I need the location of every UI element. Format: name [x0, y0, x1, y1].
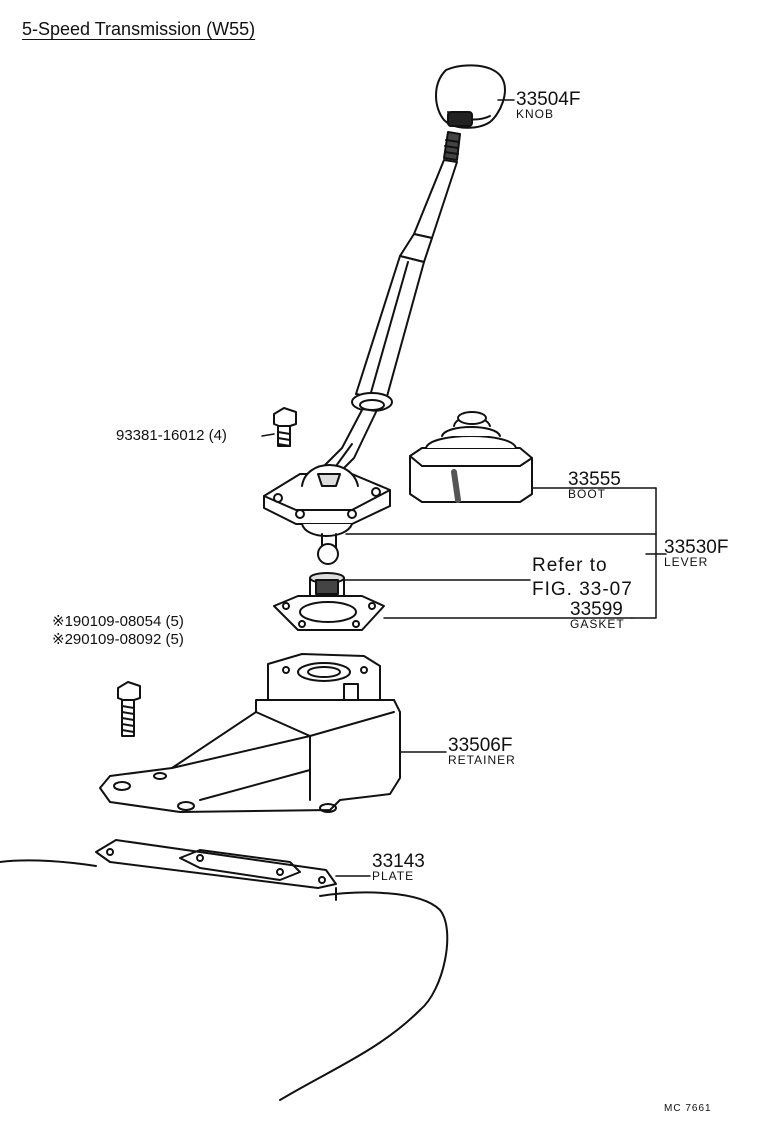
knob-part-name: KNOB	[516, 107, 555, 121]
plate-drawing	[95, 839, 337, 889]
refer-figure-text: FIG. 33-07	[532, 579, 633, 600]
retainer-bolt-part-number-2: ※290109-08092 (5)	[52, 631, 184, 648]
lever-bolt-part-number: 93381-16012 (4)	[116, 427, 227, 444]
footer-code: MC 7661	[664, 1103, 712, 1114]
lever-bolt-drawing	[273, 407, 297, 447]
retainer-bolt-drawing	[117, 681, 141, 737]
shift-lever-drawing	[319, 131, 461, 481]
knob-drawing	[435, 64, 506, 129]
lever-part-number: 33530F	[664, 537, 729, 558]
knob-part-number: 33504F	[516, 89, 581, 110]
plate-part-number: 33143	[372, 851, 425, 872]
leader-lines	[261, 99, 667, 877]
retainer-bolt-part-number-1: ※190109-08054 (5)	[52, 613, 184, 630]
gasket-part-name: GASKET	[570, 617, 625, 631]
transmission-case-outline	[0, 859, 449, 1101]
lever-part-name: LEVER	[664, 555, 709, 569]
retainer-part-name: RETAINER	[448, 753, 516, 767]
lever-housing-drawing	[263, 464, 391, 565]
bushing-drawing	[309, 572, 345, 597]
refer-to-text: Refer to	[532, 555, 608, 576]
plate-part-name: PLATE	[372, 869, 415, 883]
boot-part-number: 33555	[568, 469, 621, 490]
retainer-part-number: 33506F	[448, 735, 513, 756]
diagram-title: 5-Speed Transmission (W55)	[22, 19, 256, 39]
gasket-drawing	[273, 595, 385, 631]
retainer-drawing	[99, 653, 401, 813]
boot-part-name: BOOT	[568, 487, 607, 501]
boot-drawing	[409, 411, 533, 503]
gasket-part-number: 33599	[570, 599, 623, 620]
